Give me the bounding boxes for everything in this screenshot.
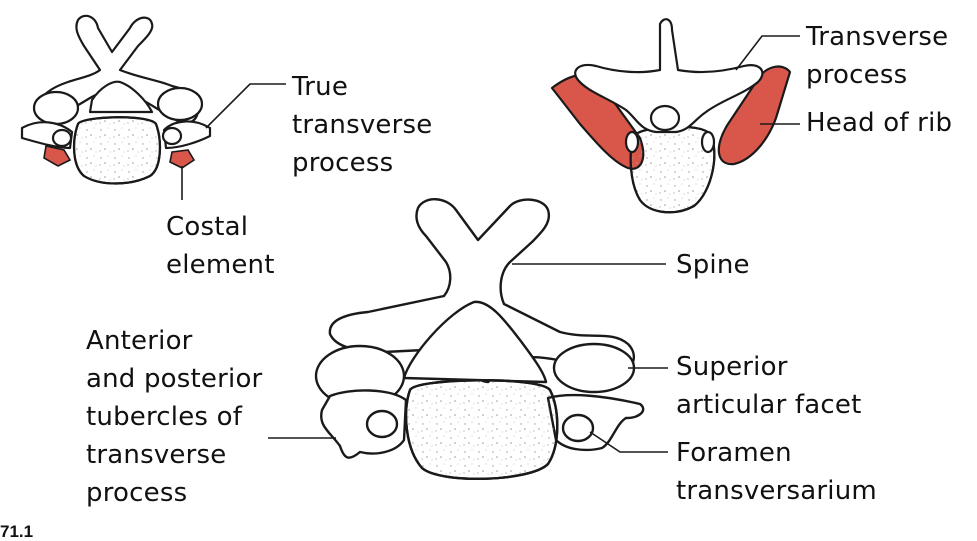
label-line: Transverse bbox=[806, 22, 949, 52]
small-costal-element-left bbox=[43, 145, 72, 167]
left-transverse-process bbox=[320, 389, 408, 459]
label-line: process bbox=[806, 60, 908, 90]
label-line: tubercles of bbox=[86, 402, 243, 432]
leader-true-transverse bbox=[205, 83, 286, 129]
label-costal-element: Costal element bbox=[166, 208, 275, 284]
right-transverse-process bbox=[546, 393, 645, 452]
leader-foramen bbox=[589, 431, 668, 453]
left-foramen-transversarium bbox=[365, 409, 399, 439]
label-line: True bbox=[292, 72, 349, 102]
label-line: transversarium bbox=[676, 476, 877, 506]
label-line: articular facet bbox=[676, 390, 862, 420]
label-spine: Spine bbox=[676, 250, 750, 280]
cervical-vertebra-small bbox=[20, 14, 212, 185]
leader-transverse-process bbox=[735, 35, 800, 71]
small-left-facet bbox=[32, 90, 80, 126]
label-line: Foramen bbox=[676, 438, 792, 468]
label-line: transverse bbox=[292, 110, 433, 140]
small-vertebral-body bbox=[72, 116, 162, 185]
label-line: Anterior bbox=[86, 326, 193, 356]
foramen-transversarium bbox=[561, 413, 595, 443]
label-head-of-rib: Head of rib bbox=[806, 108, 953, 138]
label-line: process bbox=[292, 148, 394, 178]
thoracic-arch bbox=[574, 18, 764, 134]
label-line: and posterior bbox=[86, 364, 263, 394]
label-line: transverse bbox=[86, 440, 227, 470]
small-costal-element-right bbox=[169, 149, 196, 169]
label-transverse-process: Transverse process bbox=[806, 18, 948, 94]
vertebral-canal bbox=[402, 300, 548, 384]
label-line: process bbox=[86, 478, 188, 508]
small-right-foramen bbox=[161, 126, 183, 146]
label-superior-articular-facet: Superior articular facet bbox=[676, 348, 862, 424]
cervical-vertebra-large bbox=[314, 198, 645, 480]
label-foramen-transversarium: Foramen transversarium bbox=[676, 434, 877, 510]
label-line: Costal bbox=[166, 212, 249, 242]
superior-articular-facet bbox=[552, 342, 636, 394]
thoracic-vertebra bbox=[550, 18, 792, 214]
rib-right bbox=[717, 65, 792, 166]
figure-number: 71.1 bbox=[0, 522, 34, 541]
small-right-facet bbox=[156, 86, 204, 122]
vertebral-body bbox=[404, 379, 559, 480]
small-left-foramen bbox=[51, 128, 73, 148]
label-line: element bbox=[166, 250, 275, 280]
label-line: Superior bbox=[676, 352, 788, 382]
label-true-transverse-process: True transverse process bbox=[292, 68, 432, 182]
leader-lines bbox=[181, 35, 800, 453]
label-anterior-posterior-tubercles: Anterior and posterior tubercles of tran… bbox=[86, 322, 262, 512]
